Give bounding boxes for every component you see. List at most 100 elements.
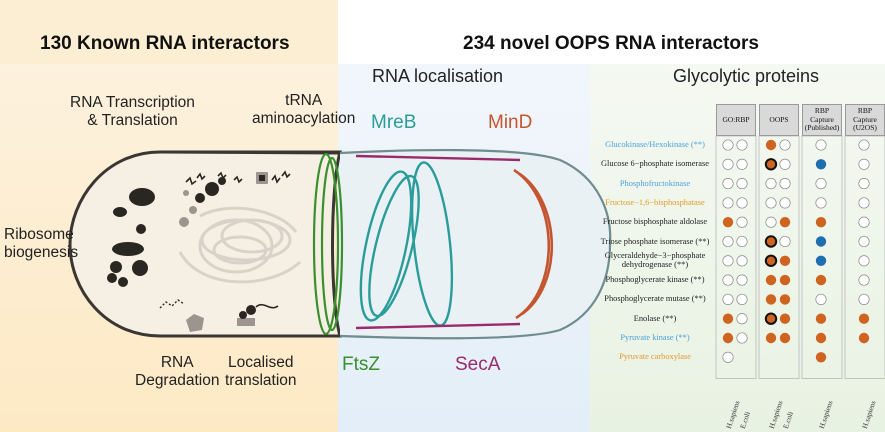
protein-ftsz: FtsZ (342, 354, 380, 375)
label-localised: Localised translation (225, 354, 297, 390)
table-cell-dot (779, 274, 791, 286)
label-localised-line2: translation (225, 372, 297, 389)
label-transcription: RNA Transcription & Translation (70, 94, 195, 130)
label-trna-line1: tRNA (285, 92, 323, 109)
nucleoid-dna (178, 206, 302, 284)
table-cell-dot (736, 139, 748, 151)
table-cell-dot (722, 217, 734, 228)
table-cell-dot (736, 293, 748, 305)
transcription-machinery (179, 170, 291, 227)
table-cell-dot (765, 197, 777, 209)
table-column-header: RBP Capture (U2OS) (845, 104, 885, 136)
table-cell-dot (765, 139, 777, 151)
table-cell-dot (722, 158, 734, 170)
table-cell-dot (736, 235, 748, 248)
protein-seca: SecA (455, 354, 501, 375)
table-cell-dot (858, 178, 870, 190)
table-cell-dot (736, 178, 748, 190)
table-column-frame (801, 135, 843, 380)
table-cell-dot (815, 159, 827, 170)
table-cell-dot (858, 255, 870, 267)
table-row-label: Fructose−1,6−bisphosphatase (605, 197, 705, 207)
novel-interactors-title: 234 novel OOPS RNA interactors (463, 33, 760, 54)
table-cell-dot (815, 255, 827, 266)
table-cell-dot (736, 274, 748, 286)
table-row-label: Triose phosphate isomerase (**) (600, 236, 710, 246)
table-cell-dot (765, 178, 777, 190)
table-cell-dot (722, 293, 734, 305)
table-cell-dot (722, 178, 734, 190)
table-cell-dot (815, 197, 827, 209)
protein-mreb: MreB (371, 112, 417, 133)
rna-localisation-title: RNA localisation (372, 66, 504, 86)
table-cell-dot (779, 235, 791, 248)
seca-membrane (355, 154, 521, 330)
table-cell-dot (722, 235, 734, 248)
table-cell-dot (815, 178, 827, 190)
table-cell-dot (815, 332, 827, 344)
known-interactors-title: 130 Known RNA interactors (40, 33, 290, 54)
table-column-frame (758, 135, 800, 380)
label-degradation: RNA Degradation (135, 354, 219, 390)
table-cell-dot (736, 255, 748, 267)
table-row-label: Phosphoglycerate mutase (**) (604, 294, 706, 304)
table-cell-dot (858, 293, 870, 305)
degradosome (159, 299, 204, 332)
table-cell-dot (722, 351, 734, 363)
table-column-header: RBP Capture (Published) (802, 104, 842, 136)
label-trna-line2: aminoacylation (252, 110, 356, 127)
table-cell-dot (764, 312, 778, 325)
table-cell-dot (722, 332, 734, 344)
label-ribosome-line1: Ribosome (4, 226, 74, 243)
label-ribosome: Ribosome biogenesis (4, 226, 78, 262)
table-cell-dot (765, 216, 777, 228)
table-column-frame (715, 135, 757, 380)
table-cell-dot (858, 332, 870, 344)
table-cell-dot (779, 255, 791, 266)
table-row-label: Enolase (**) (633, 313, 677, 323)
table-row-label: Glucokinase/Hexokinase (**) (605, 140, 705, 149)
localised-translation-complex (237, 303, 279, 326)
table-cell-dot (764, 235, 778, 248)
table-cell-dot (858, 158, 870, 170)
table-cell-dot (736, 158, 748, 170)
table-cell-dot (779, 294, 791, 305)
protein-mind: MinD (488, 112, 533, 133)
ftsz-ring (312, 152, 344, 336)
label-trna: tRNA aminoacylation (252, 92, 355, 128)
novel-header-band (338, 0, 885, 64)
table-cell-dot (779, 313, 791, 324)
table-cell-dot (736, 216, 748, 228)
table-row-label: Glucose 6−phosphate isomerase (601, 159, 709, 169)
table-column-header: OOPS (759, 104, 799, 136)
table-cell-dot (779, 178, 791, 190)
ribosome-cluster (107, 188, 155, 287)
table-cell-dot (815, 274, 827, 286)
table-cell-dot (858, 216, 870, 228)
table-cell-dot (765, 332, 777, 344)
table-row-label: Fructose bisphosphate aldolase (602, 217, 708, 227)
known-header-band (0, 0, 338, 64)
label-transcription-line2: & Translation (87, 112, 178, 129)
label-transcription-line1: RNA Transcription (70, 94, 195, 111)
glycolytic-panel-background (590, 0, 885, 432)
table-cell-dot (765, 294, 777, 305)
label-localised-line1: Localised (228, 354, 294, 371)
table-cell-dot (779, 217, 791, 228)
table-cell-dot (722, 313, 734, 324)
table-cell-dot (815, 139, 827, 151)
table-row-label: Phosphofructokinase (619, 178, 691, 188)
table-cell-dot (764, 158, 778, 171)
mind-arc (513, 168, 554, 320)
table-grid (715, 135, 885, 380)
table-cell-dot (722, 274, 734, 286)
table-column-frame (844, 135, 885, 380)
table-cell-dot (815, 313, 827, 324)
label-degradation-line1: RNA (160, 354, 194, 371)
table-row-label: Phosphoglycerate kinase (**) (605, 275, 705, 285)
table-cell-dot (779, 139, 791, 151)
table-cell-dot (858, 313, 870, 324)
table-cell-dot (815, 352, 827, 363)
